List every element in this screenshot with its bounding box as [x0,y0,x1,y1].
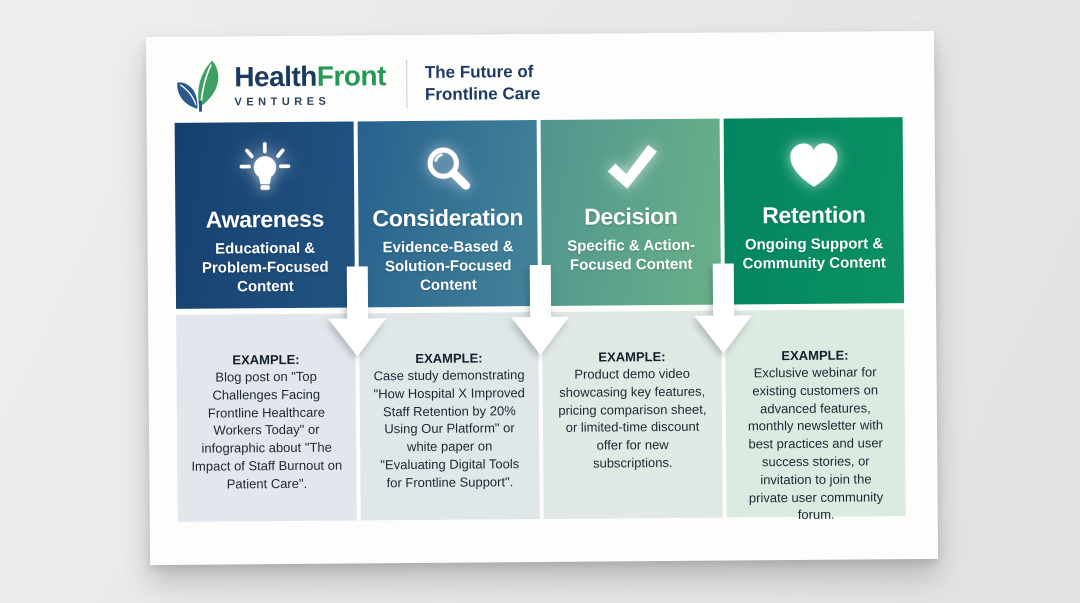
arrow-head [511,316,570,356]
brand-ventures-label: VENTURES [234,95,331,108]
example-label: EXAMPLE: [781,347,849,364]
stage-title: Consideration [372,204,524,232]
arrow-head [328,318,387,357]
magnifier-icon [417,141,477,199]
logo-divider [405,60,408,109]
brand-name-health: Health [234,60,317,92]
stage-header-retention: Retention Ongoing Support & Community Co… [723,117,905,305]
checkmark-icon [599,139,661,197]
tagline: The Future of Frontline Care [425,61,541,106]
example-text: Blog post on "Top Challenges Facing Fron… [191,368,343,492]
stage-title: Decision [584,202,678,230]
example-text: Exclusive webinar for existing customers… [747,364,884,523]
infographic-card: HealthFront VENTURES The Future of Front… [145,30,939,566]
example-label: EXAMPLE: [232,351,300,368]
down-arrow-icon [328,266,387,357]
arrow-shaft [712,263,734,316]
stage-header-awareness: Awareness Educational & Problem-Focused … [174,121,356,309]
down-arrow-icon [694,263,753,354]
example-label: EXAMPLE: [598,349,666,365]
brand-name-block: HealthFront VENTURES [234,59,386,108]
funnel-diagram: Awareness Educational & Problem-Focused … [174,117,906,523]
stage-title: Retention [762,201,866,229]
down-arrow-icon [511,264,570,356]
brand-name: HealthFront [234,59,386,92]
stage-header-decision: Decision Specific & Action-Focused Conte… [540,118,722,306]
arrow-head [694,315,753,354]
arrow-shaft [346,266,368,319]
stage-title: Awareness [205,205,325,233]
example-text: Case study demonstrating "How Hospital X… [373,367,525,491]
leaf-sprout-icon [176,58,226,112]
stage-header-row: Awareness Educational & Problem-Focused … [174,117,905,309]
brand-name-front: Front [316,59,386,92]
arrow-shaft [529,264,551,318]
lightbulb-icon [234,142,294,200]
example-text: Product demo video showcasing key featur… [558,365,707,471]
heart-icon [784,138,842,196]
tagline-line2: Frontline Care [424,84,541,104]
brand-header: HealthFront VENTURES The Future of Front… [176,56,540,113]
tagline-line1: The Future of [424,61,534,82]
stage-header-consideration: Consideration Evidence-Based & Solution-… [357,120,539,308]
example-label: EXAMPLE: [415,350,483,366]
